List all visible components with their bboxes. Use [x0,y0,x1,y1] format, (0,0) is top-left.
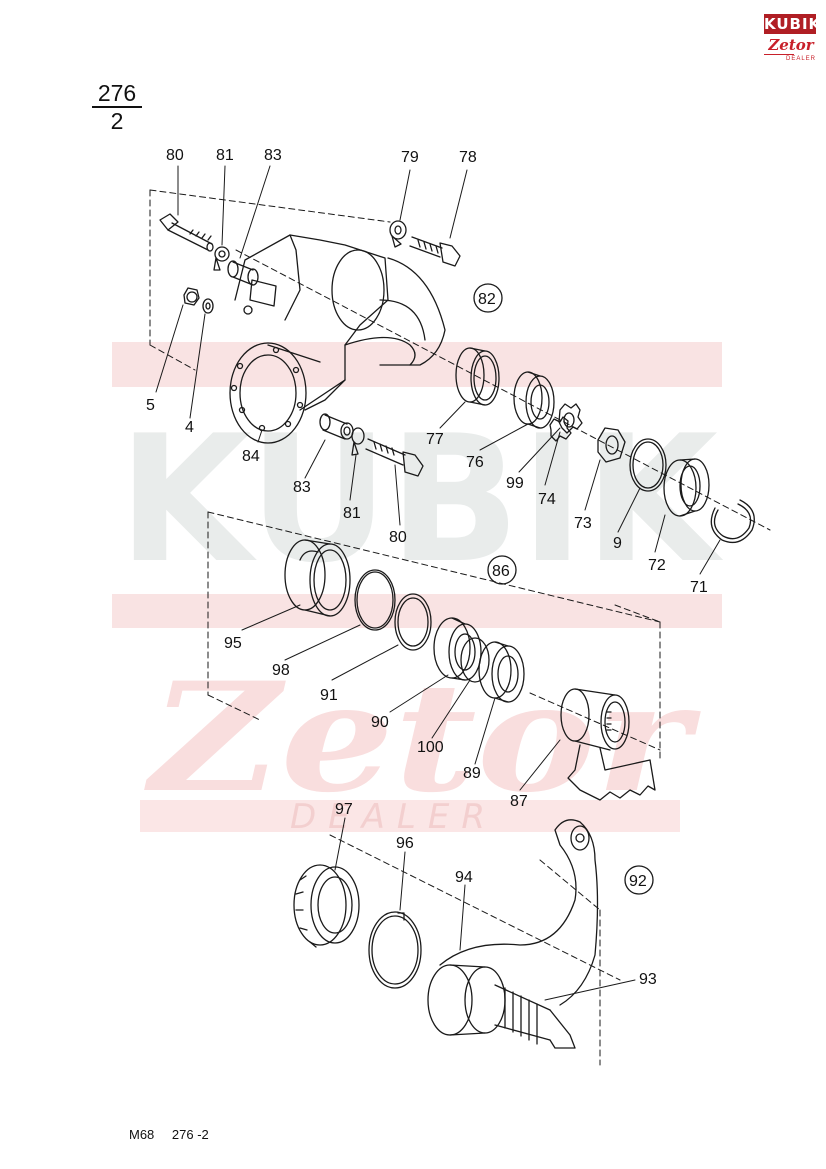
bush-83-lower [319,413,354,440]
lock-washer-81-lower [351,427,365,456]
label-74: 74 [538,491,556,508]
castle-nut-97 [293,864,360,948]
figure-number: 276 2 [92,80,142,134]
label-83-upper: 83 [264,147,282,164]
lock-washer-79 [389,220,407,248]
label-92: 92 [629,873,647,890]
bearing-90 [433,617,482,681]
label-100: 100 [417,739,444,756]
footer-model: M68 [129,1127,155,1142]
bearing-housing-95 [284,539,351,617]
bearing-89 [478,641,525,703]
leader-lines [155,165,721,1001]
kubik-zetor-logo: KUBIK Zetor DEALER [764,14,822,64]
logo-brand-bot: DEALER [785,56,816,62]
label-72: 72 [648,557,666,574]
tab-washer-99 [558,403,583,434]
housing-84 [229,234,446,444]
label-98: 98 [272,662,290,679]
splined-shaft-93 [494,984,576,1049]
label-78: 78 [459,149,477,166]
label-87: 87 [510,793,528,810]
plug-5 [183,287,200,306]
label-79: 79 [401,149,419,166]
logo-brand-mid: Zetor [768,36,814,54]
o-ring-9 [629,438,667,492]
label-80-lower: 80 [389,529,407,546]
label-94: 94 [455,869,473,886]
tab-ring-96 [368,911,422,989]
label-76: 76 [466,454,484,471]
label-81-upper: 81 [216,147,234,164]
label-93: 93 [639,971,657,988]
label-95: 95 [224,635,242,652]
washer-4 [202,298,214,314]
figure-number-top: 276 [92,80,142,108]
label-83-lower: 83 [293,479,311,496]
figure-number-bottom: 2 [110,108,124,134]
gear-quadrant-87 [560,688,656,801]
bush-83-upper [227,260,259,286]
bolt-78 [409,236,461,267]
label-91: 91 [320,687,338,704]
bearing-76 [513,371,555,429]
label-90: 90 [371,714,389,731]
bolt-80-lower [365,438,424,477]
footer-page-ref: 276 -2 [171,1127,209,1142]
logo-brand-top: KUBIK [764,14,822,34]
label-81-lower: 81 [343,505,361,522]
o-ring-98 [354,569,396,631]
label-97: 97 [335,801,353,818]
label-86: 86 [492,563,510,580]
circlip-71 [710,499,755,544]
label-89: 89 [463,765,481,782]
label-73: 73 [574,515,592,532]
spacer-ring-100 [460,637,490,683]
page-footer: M68 276 -2 [129,1127,223,1142]
shim-ring-91 [394,593,432,651]
label-5: 5 [146,397,155,414]
label-4: 4 [185,419,194,436]
label-82: 82 [478,291,496,308]
bearing-cup-77 [455,347,500,406]
assembly-axis-lines [149,189,771,1066]
tab-washer-74 [549,416,572,442]
label-96: 96 [396,835,414,852]
label-77: 77 [426,431,444,448]
logo-rule [764,54,794,55]
nut-73 [597,427,626,463]
watermark-sub: DEALER [290,797,497,837]
part-number-labels: 80 81 83 79 78 82 5 4 84 83 81 80 77 76 … [146,147,708,988]
label-80-upper: 80 [166,147,184,164]
label-99: 99 [506,475,524,492]
label-71: 71 [690,579,708,596]
label-9: 9 [613,535,622,552]
cap-72 [663,458,710,517]
assembly-callout-circles [473,283,654,895]
watermark-brand: KUBIK [118,399,723,602]
label-84: 84 [242,448,260,465]
bolt-80-upper [159,213,214,252]
lock-washer-81-upper [213,246,230,271]
